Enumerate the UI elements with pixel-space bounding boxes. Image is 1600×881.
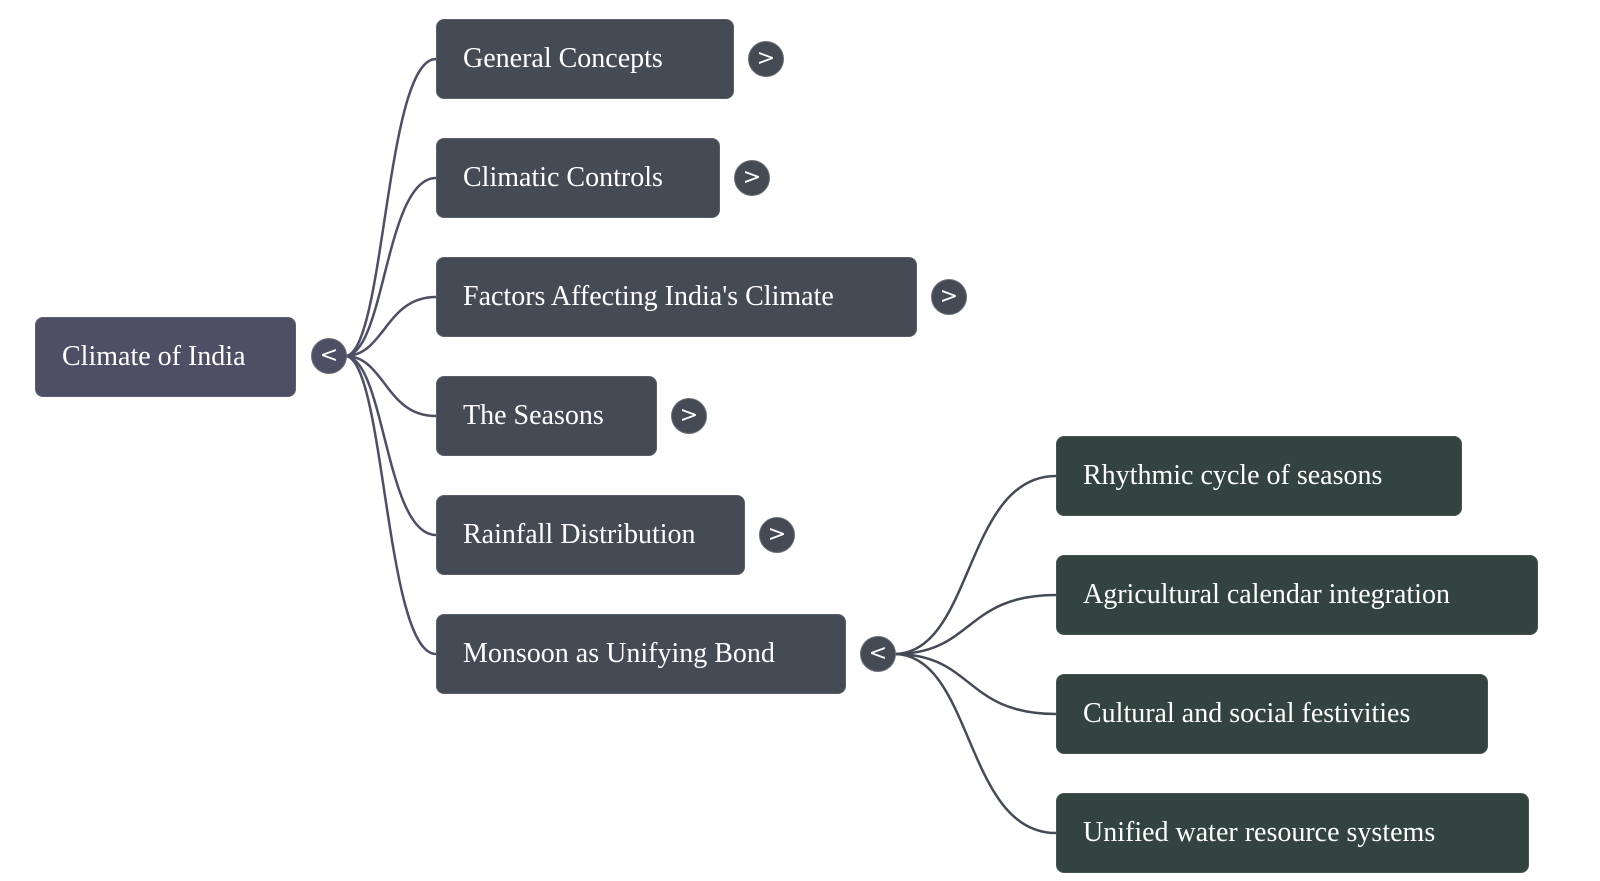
root-node-label: Climate of India xyxy=(62,341,246,372)
branch-node-factors-affecting-climate[interactable]: Factors Affecting India's Climate xyxy=(436,257,917,337)
branch-node-label: General Concepts xyxy=(463,43,663,74)
edge-root-to-branch xyxy=(344,354,437,418)
edge-root-to-branch xyxy=(344,354,437,537)
leaf-node-label: Unified water resource systems xyxy=(1083,817,1436,848)
expand-toggle-icon[interactable]: > xyxy=(748,41,784,77)
leaf-node-label: Cultural and social festivities xyxy=(1083,698,1411,729)
leaf-node-label: Agricultural calendar integration xyxy=(1083,579,1450,610)
leaf-node-cultural-festivities[interactable]: Cultural and social festivities xyxy=(1056,674,1488,754)
edge-branch-to-leaf xyxy=(893,474,1057,656)
edge-root-to-branch xyxy=(344,57,437,358)
edge-root-to-branch xyxy=(344,295,437,358)
branch-node-general-concepts[interactable]: General Concepts xyxy=(436,19,734,99)
leaf-node-label: Rhythmic cycle of seasons xyxy=(1083,460,1383,491)
expand-toggle-icon[interactable]: > xyxy=(671,398,707,434)
branch-node-monsoon-unifying-bond[interactable]: Monsoon as Unifying Bond xyxy=(436,614,846,694)
branch-node-label: Factors Affecting India's Climate xyxy=(463,281,834,312)
edge-branch-to-leaf xyxy=(893,652,1057,835)
leaf-node-water-resources[interactable]: Unified water resource systems xyxy=(1056,793,1529,873)
branch-node-label: Monsoon as Unifying Bond xyxy=(463,638,775,669)
collapse-root-toggle-icon[interactable]: < xyxy=(311,338,347,374)
leaf-node-agricultural-calendar[interactable]: Agricultural calendar integration xyxy=(1056,555,1538,635)
edge-root-to-branch xyxy=(344,354,437,656)
collapse-toggle-icon[interactable]: < xyxy=(860,636,896,672)
edge-root-to-branch xyxy=(344,176,437,358)
branch-node-label: Climatic Controls xyxy=(463,162,663,193)
edge-branch-to-leaf xyxy=(893,593,1057,656)
branch-node-rainfall-distribution[interactable]: Rainfall Distribution xyxy=(436,495,745,575)
expand-toggle-icon[interactable]: > xyxy=(759,517,795,553)
root-node[interactable]: Climate of India xyxy=(35,317,296,397)
branch-node-label: The Seasons xyxy=(463,400,604,431)
branch-node-the-seasons[interactable]: The Seasons xyxy=(436,376,657,456)
branch-node-label: Rainfall Distribution xyxy=(463,519,696,550)
edge-branch-to-leaf xyxy=(893,652,1057,716)
branch-node-climatic-controls[interactable]: Climatic Controls xyxy=(436,138,720,218)
leaf-node-rhythmic-cycle[interactable]: Rhythmic cycle of seasons xyxy=(1056,436,1462,516)
expand-toggle-icon[interactable]: > xyxy=(931,279,967,315)
expand-toggle-icon[interactable]: > xyxy=(734,160,770,196)
